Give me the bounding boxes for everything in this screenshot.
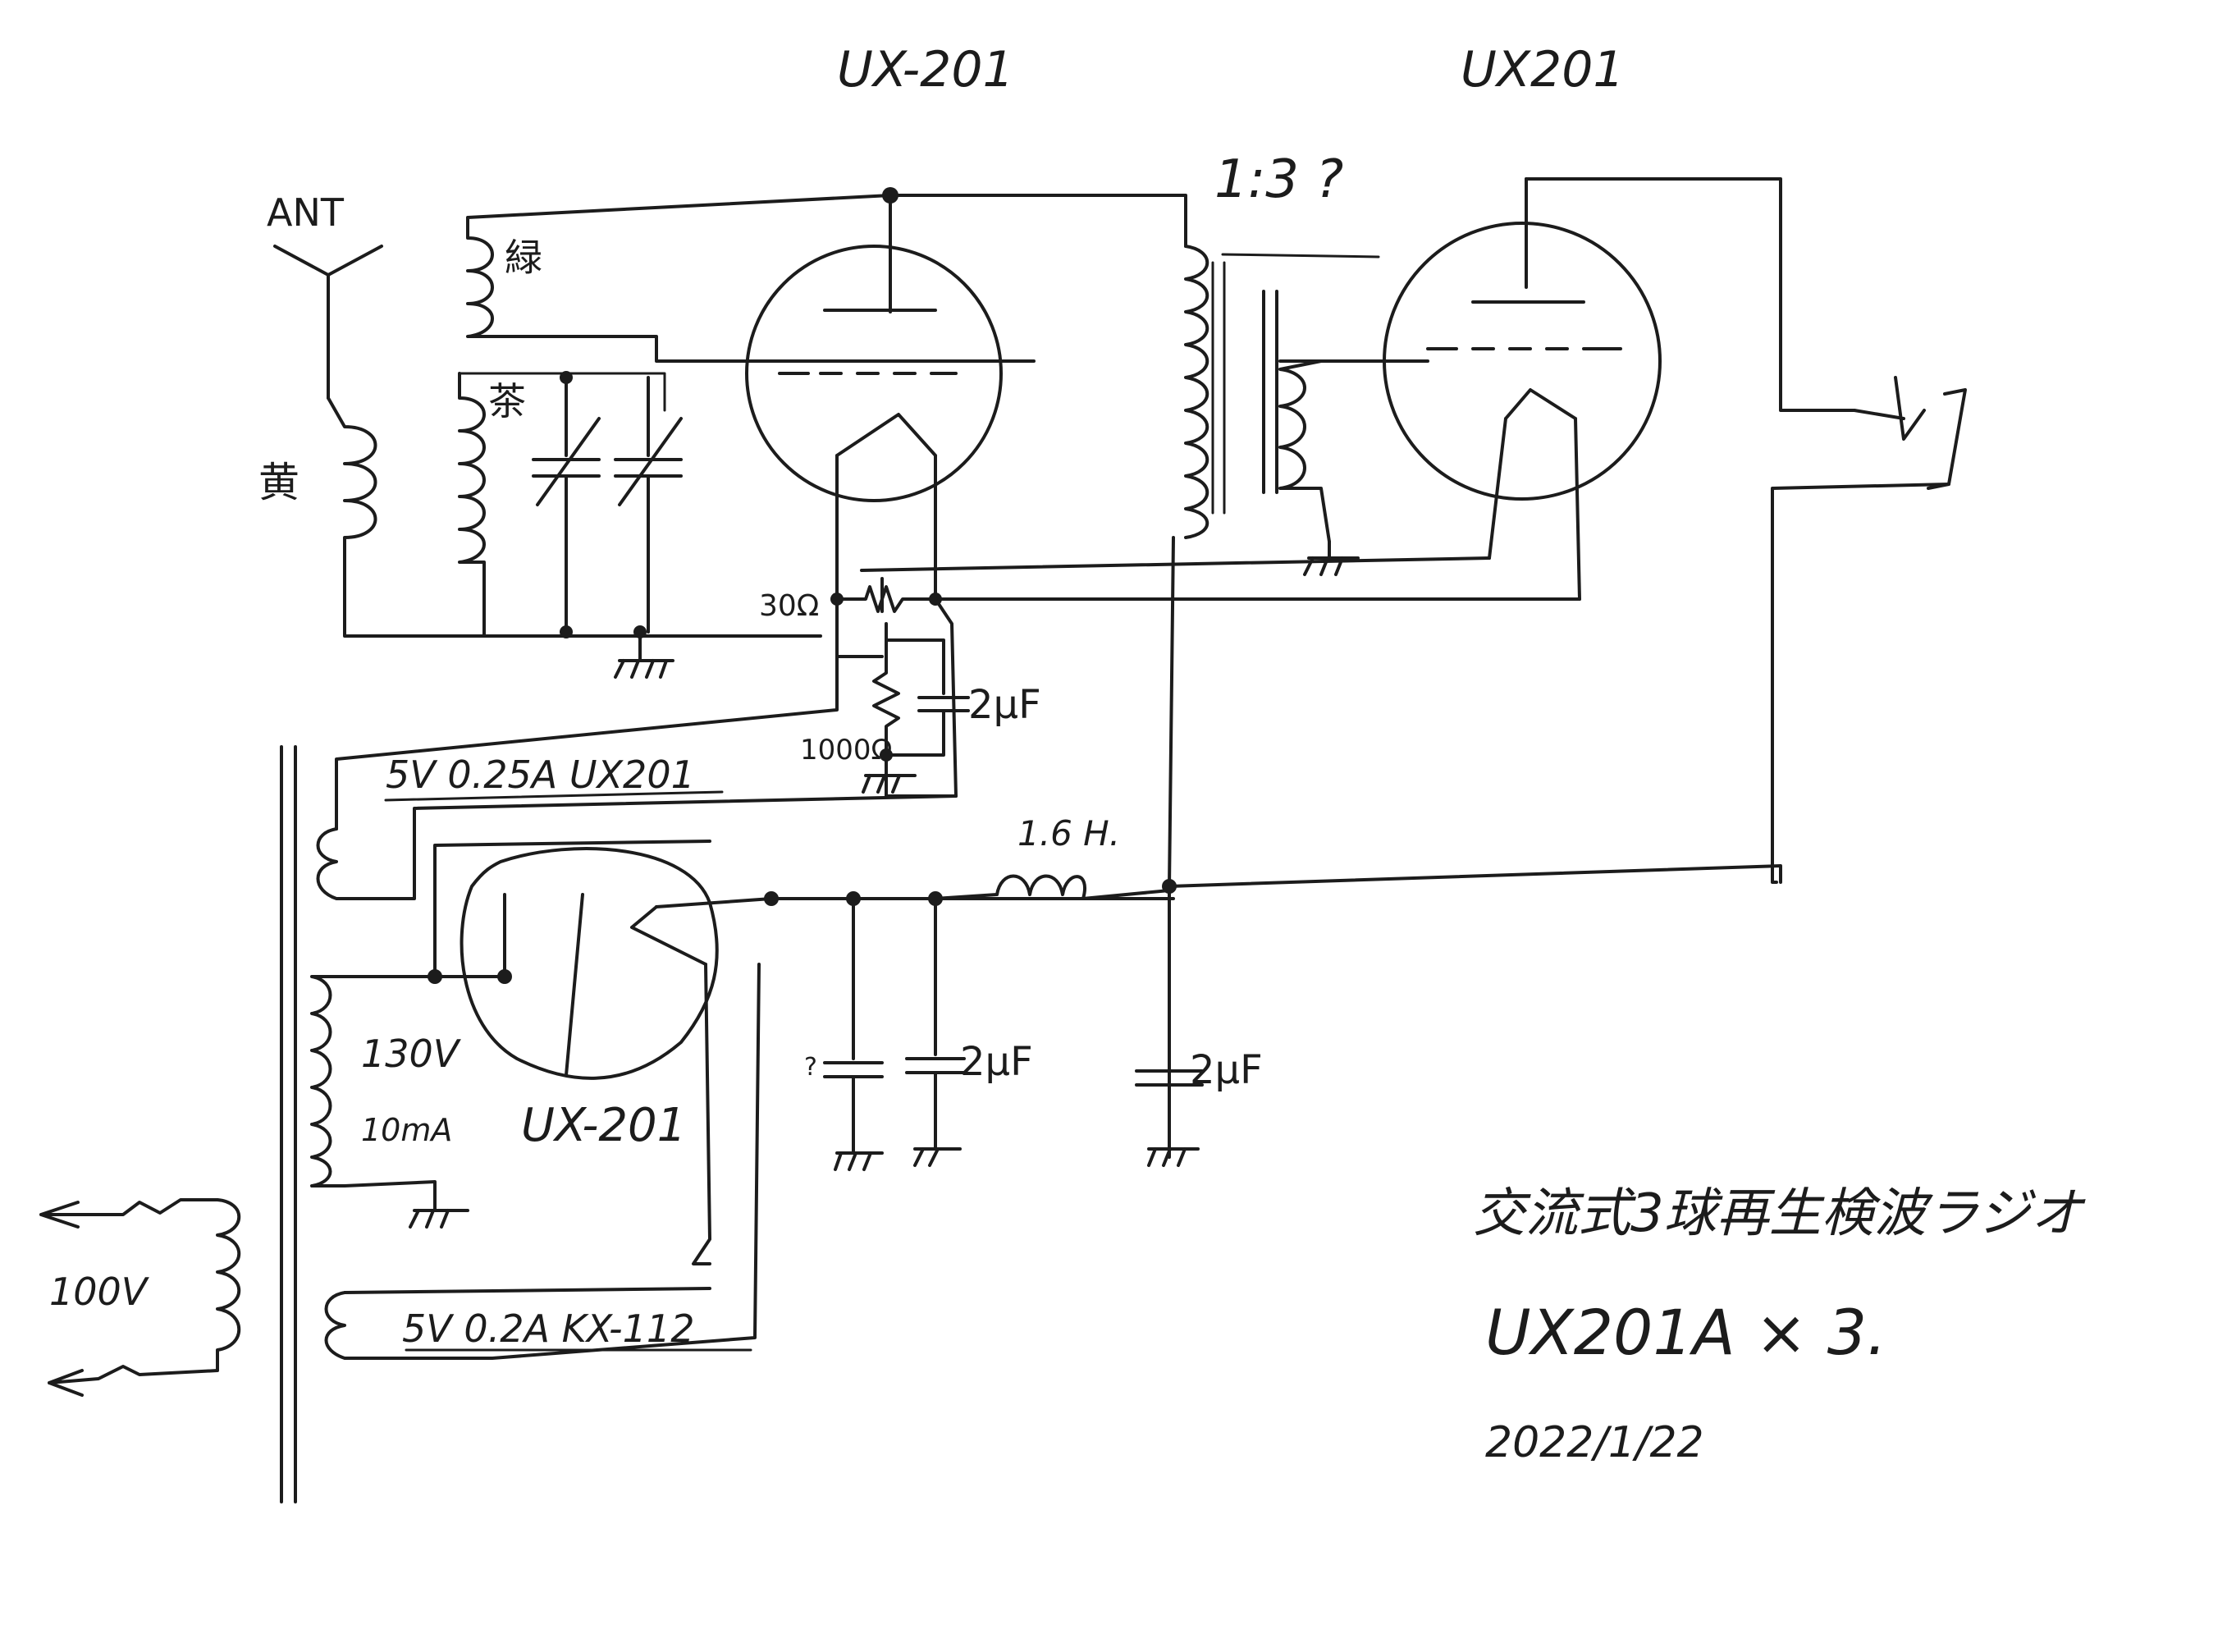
audio-tube [1383, 177, 1662, 601]
ground-1 [614, 634, 674, 679]
rectifier-tube-label: UX-201 [521, 1099, 686, 1152]
tube-1-label: UX-201 [837, 41, 1014, 98]
secondary-130-label: 130V [361, 1032, 462, 1076]
tuning-coil [458, 372, 666, 638]
speaker-wire-bottom [1771, 483, 1950, 884]
filament-wire-a [860, 556, 1491, 572]
filter-cap-unknown [823, 897, 884, 1171]
filament-winding-1 [316, 794, 958, 900]
cathode-capacitor [885, 638, 970, 757]
variable-capacitor-2 [614, 376, 683, 634]
coil-green-label: 緑 [505, 236, 542, 280]
coil-tuned-label: 茶 [488, 379, 526, 423]
schematic-title: 交流式3球再生検波ラジオ [1473, 1183, 2086, 1244]
filament-winding-2-label: 5V 0.2A KX-112 [402, 1306, 694, 1351]
power-transformer-core [280, 745, 297, 1503]
detector-tube [745, 194, 1003, 601]
cap-unknown-label: ? [804, 1053, 817, 1082]
schematic-tubes: UX201A × 3. [1485, 1296, 1886, 1369]
mains-primary [39, 1198, 241, 1397]
b-plus-to-speaker [1168, 864, 1782, 888]
mains-label: 100V [49, 1270, 150, 1314]
cap-cathode-label: 2μF [968, 682, 1041, 728]
rectifier-plate-wire [433, 840, 711, 978]
resistor-1000-ohm [872, 622, 900, 757]
rheostat-30-ohm [835, 577, 937, 613]
ground-3 [409, 1209, 469, 1229]
antenna-coil-yellow [327, 396, 822, 638]
coil-yellow-label: 黄 [258, 459, 300, 506]
antenna-label: ANT [267, 190, 345, 235]
filter-cap-1 [905, 897, 966, 1167]
resistor-1000-label: 1000Ω [800, 734, 893, 767]
b-plus-bus [655, 897, 1175, 908]
schematic-date: 2022/1/22 [1485, 1418, 1704, 1467]
interstage-transformer [1184, 245, 1360, 576]
rectifier-tube [460, 847, 719, 1080]
antenna-symbol [273, 245, 383, 400]
filament-winding-2 [324, 963, 761, 1360]
plate-wire [889, 194, 1187, 248]
choke-coil [934, 874, 1171, 900]
secondary-10ma-label: 10mA [361, 1112, 452, 1148]
cap-filter-1-label: 2μF [960, 1039, 1033, 1085]
speaker-wire-top [1525, 177, 1856, 412]
choke-label: 1.6 H. [1017, 813, 1120, 853]
filament-winding-1-label: 5V 0.25A UX201 [386, 753, 695, 797]
filament-1-underline [384, 790, 724, 802]
reaction-coil-green [466, 194, 1036, 363]
hv-secondary [310, 975, 437, 1212]
tube-2-label: UX201 [1461, 41, 1625, 98]
filament-1-wire [335, 655, 839, 831]
resistor-30-label: 30Ω [759, 589, 819, 623]
filter-cap-2 [1135, 885, 1204, 1167]
cap-filter-2-label: 2μF [1190, 1047, 1263, 1093]
ground-2 [862, 757, 917, 794]
speaker-symbol [1853, 376, 1967, 490]
transformer-ratio-label: 1:3 ? [1214, 149, 1343, 210]
variable-capacitor-1 [532, 376, 601, 634]
